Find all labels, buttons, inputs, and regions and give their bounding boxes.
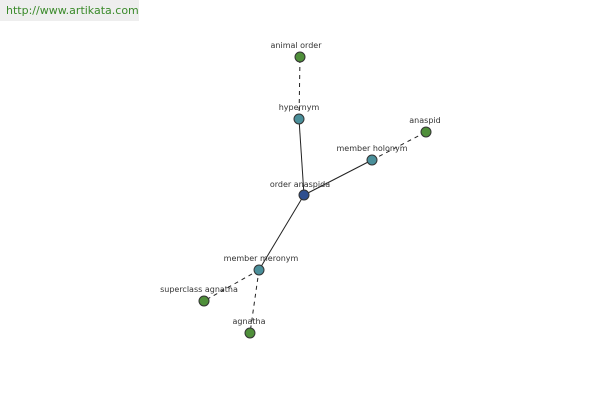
node-circle-member-holonym[interactable] xyxy=(366,154,378,166)
node-label-anaspid: anaspid xyxy=(409,116,440,125)
node-superclass-agnatha[interactable]: superclass agnatha xyxy=(160,285,238,307)
node-label-superclass-agnatha: superclass agnatha xyxy=(160,285,238,294)
node-label-animal-order: animal order xyxy=(271,41,323,50)
edge-order-anaspida-to-member-meronym xyxy=(258,194,305,271)
node-label-order-anaspida: order anaspida xyxy=(270,180,330,189)
node-circle-order-anaspida[interactable] xyxy=(298,189,310,201)
edge-order-anaspida-to-member-holonym xyxy=(303,159,373,196)
node-order-anaspida[interactable]: order anaspida xyxy=(270,180,330,201)
node-circle-member-meronym[interactable] xyxy=(253,264,265,276)
node-label-member-meronym: member meronym xyxy=(224,254,299,263)
edges-layer xyxy=(203,56,427,334)
watermark-url: http://www.artikata.com xyxy=(0,0,139,21)
node-circle-anaspid[interactable] xyxy=(420,126,432,138)
edge-hypernym-to-animal-order xyxy=(298,56,301,120)
edge-member-meronym-to-superclass-agnatha xyxy=(203,269,260,302)
node-circle-hypernym[interactable] xyxy=(293,113,305,125)
node-member-meronym[interactable]: member meronym xyxy=(224,254,299,276)
node-member-holonym[interactable]: member holonym xyxy=(336,144,408,166)
node-circle-animal-order[interactable] xyxy=(294,51,306,63)
node-agnatha[interactable]: agnatha xyxy=(232,317,266,339)
edge-order-anaspida-to-hypernym xyxy=(298,118,305,196)
node-circle-superclass-agnatha[interactable] xyxy=(198,295,210,307)
node-animal-order[interactable]: animal order xyxy=(271,41,323,63)
node-label-hypernym: hypernym xyxy=(279,103,320,112)
node-label-member-holonym: member holonym xyxy=(336,144,407,153)
node-label-agnatha: agnatha xyxy=(232,317,265,326)
node-hypernym[interactable]: hypernym xyxy=(279,103,320,125)
node-circle-agnatha[interactable] xyxy=(244,327,256,339)
edge-member-meronym-to-agnatha xyxy=(249,269,260,334)
node-anaspid[interactable]: anaspid xyxy=(409,116,441,138)
edge-member-holonym-to-anaspid xyxy=(371,131,427,161)
nodes-layer: order anaspida hypernym animal order member… xyxy=(160,41,441,339)
